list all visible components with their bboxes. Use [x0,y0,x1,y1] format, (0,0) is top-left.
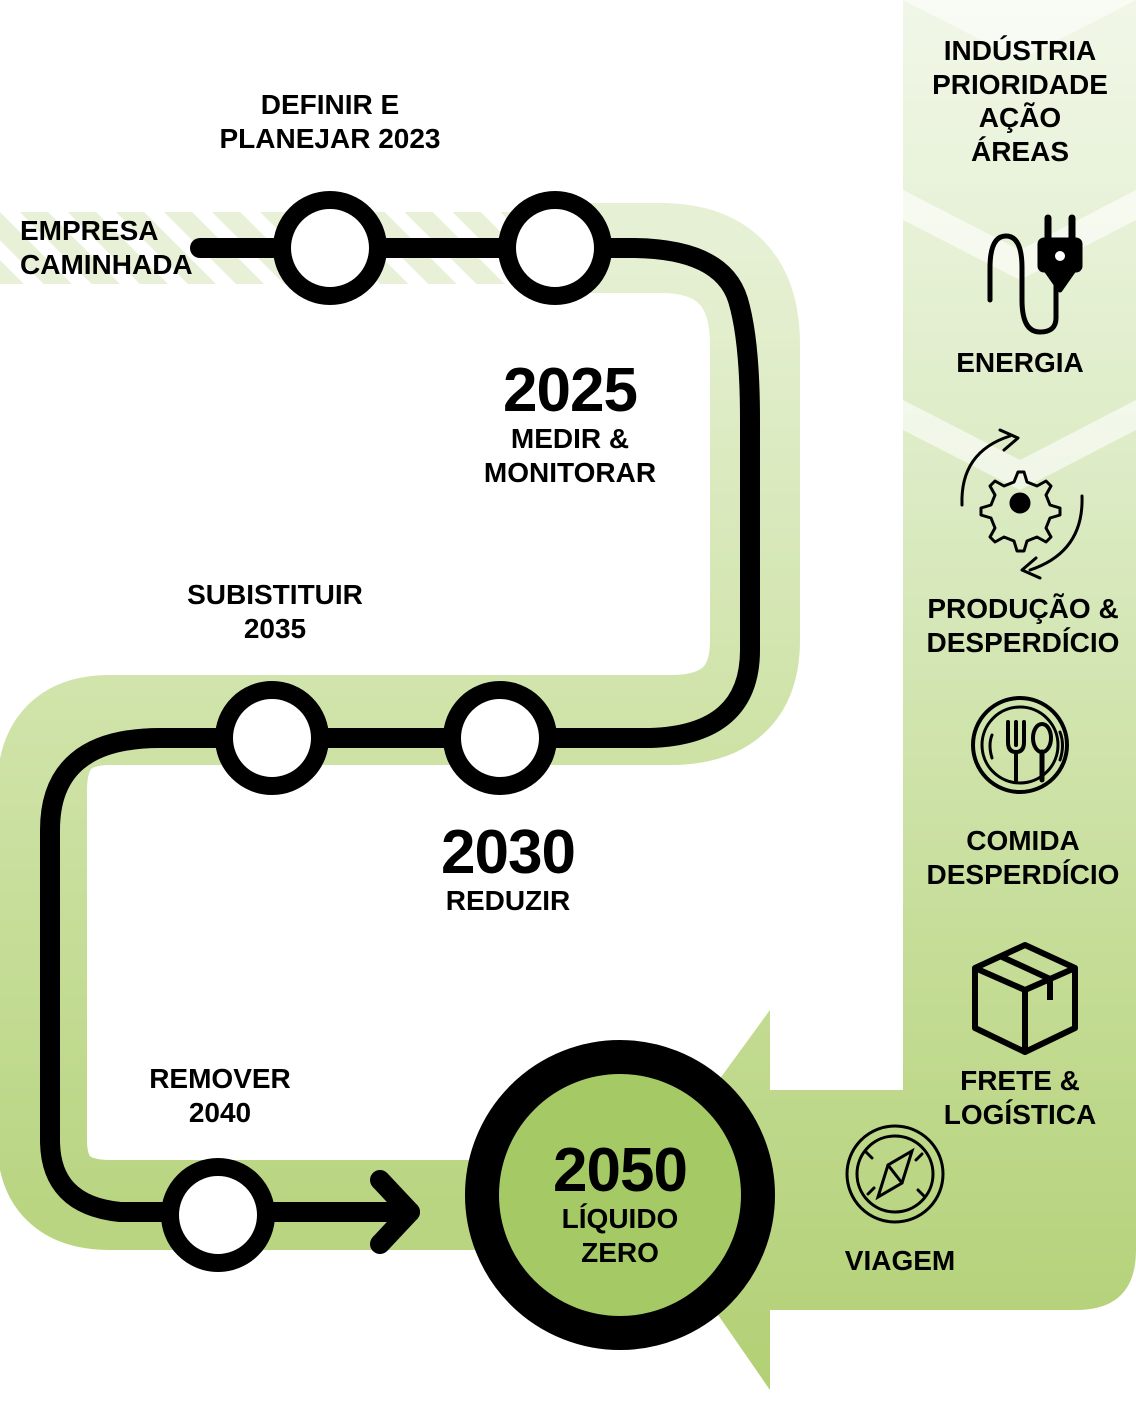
milestone-circle-2040 [161,1158,275,1272]
box-icon [972,942,1078,1055]
priority-panel-title: INDÚSTRIA PRIORIDADE AÇÃO ÁREAS [932,35,1108,167]
milestone-circle-2035 [215,681,329,795]
milestone-label-2035: SUBISTITUIR 2035 [187,579,363,644]
road-line [40,238,760,1222]
gear-cycle-icon [960,428,1084,580]
area-label-producao: PRODUÇÃO & DESPERDÍCIO [926,593,1120,658]
milestone-circle-2025 [498,191,612,305]
milestone-label-2040: REMOVER 2040 [149,1063,291,1128]
milestone-label-2025: 2025 MEDIR & MONITORAR [470,360,670,489]
goal-circle-2050 [465,1040,775,1350]
milestone-label-2030: 2030 REDUZIR [408,822,608,918]
area-label-comida: COMIDA DESPERDÍCIO [926,825,1120,890]
milestone-circle-2023 [273,191,387,305]
area-label-energia: ENERGIA [956,347,1084,378]
compass-icon [845,1124,945,1224]
year-2025: 2025 [503,356,638,425]
year-2030: 2030 [441,818,576,887]
arrow-head [370,1170,420,1254]
year-2050: 2050 [553,1136,688,1205]
goal-label-2050: 2050 LÍQUIDO ZERO [520,1140,720,1269]
milestone-label-2023: DEFINIR E PLANEJAR 2023 [219,89,441,154]
area-label-frete: FRETE & LOGÍSTICA [943,1065,1097,1130]
milestone-circle-2030 [443,681,557,795]
start-label: EMPRESA CAMINHADA [20,215,193,280]
plug-icon [987,214,1083,335]
area-label-viagem: VIAGEM [844,1245,956,1276]
fork-spoon-icon [971,696,1069,794]
